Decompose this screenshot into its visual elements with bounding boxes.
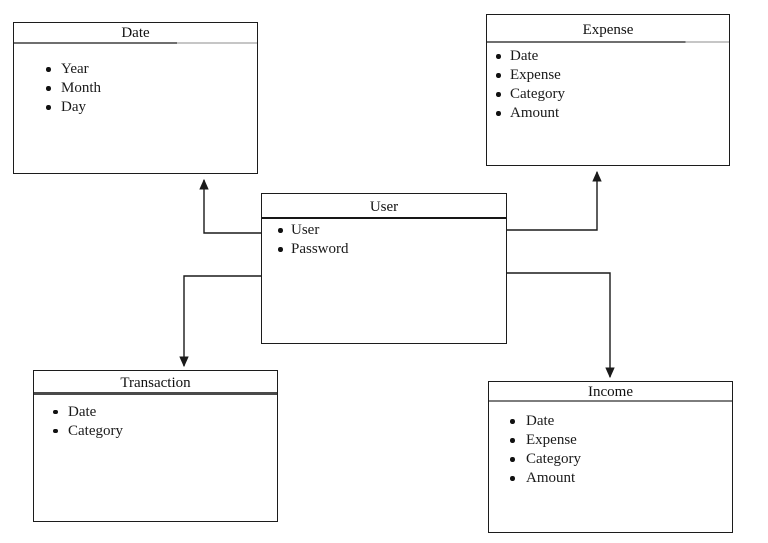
attribute-item: Category: [510, 450, 728, 469]
attribute-item: Date: [510, 412, 728, 431]
connector-user-to-transaction: [179, 275, 261, 368]
attribute-item: Day: [46, 98, 253, 117]
attribute-item: Password: [278, 240, 502, 259]
connector-user-to-expense: [507, 170, 602, 231]
connector-user-to-date: [199, 178, 261, 234]
entity-title: Transaction: [120, 375, 191, 391]
entity-title: User: [369, 199, 399, 215]
title-separator: [34, 392, 277, 395]
attribute-item: Date: [53, 403, 273, 422]
title-separator: [487, 41, 729, 43]
attribute-item: Date: [496, 47, 725, 66]
attribute-item: User: [278, 221, 502, 240]
attribute-item: Month: [46, 79, 253, 98]
attribute-item: Amount: [496, 104, 725, 123]
attribute-item: Year: [46, 60, 253, 79]
attribute-item: Category: [496, 85, 725, 104]
title-separator: [489, 400, 732, 402]
entity-title: Income: [588, 384, 633, 400]
attribute-item: Amount: [510, 469, 728, 488]
attribute-item: Category: [53, 422, 273, 441]
attribute-item: Expense: [510, 431, 728, 450]
entity-title: Expense: [582, 22, 634, 38]
connector-user-to-income: [507, 272, 615, 379]
title-separator: [262, 217, 506, 219]
title-separator: [14, 42, 257, 44]
entity-title: Date: [121, 25, 150, 41]
attribute-item: Expense: [496, 66, 725, 85]
